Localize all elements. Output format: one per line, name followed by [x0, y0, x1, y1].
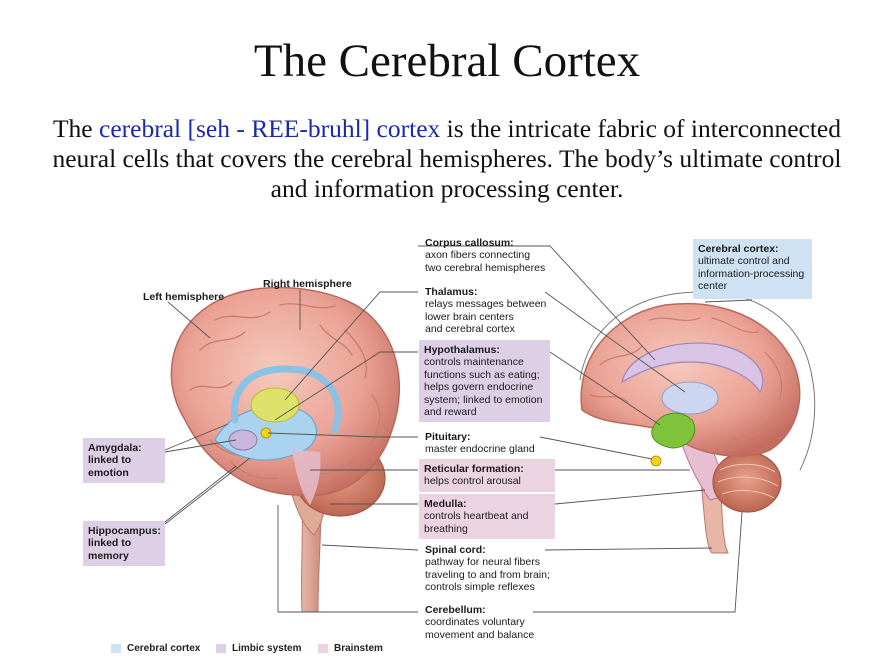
legend-label-cortex: Cerebral cortex — [127, 643, 201, 654]
cerebellum-folia — [717, 463, 779, 499]
legend-label-limbic: Limbic system — [232, 643, 302, 654]
medulla-line-2: breathing — [424, 522, 468, 535]
reticular-formation-label: Reticular formation: helps control arous… — [419, 459, 555, 492]
amygdala-line-2: emotion — [88, 466, 129, 479]
slide-title: The Cerebral Cortex — [253, 35, 641, 87]
legend-cerebral-cortex: Cerebral cortex — [111, 643, 200, 654]
legend-swatch-limbic — [216, 644, 226, 653]
legend-swatch-cortex — [111, 644, 121, 653]
spinal-cord-label: Spinal cord: pathway for neural fibers t… — [425, 544, 550, 594]
hippocampus-title: Hippocampus: — [88, 525, 161, 537]
corpus-callosum-shape — [621, 342, 764, 394]
cerebellum-label: Cerebellum: coordinates voluntary moveme… — [425, 604, 534, 641]
thalamus-label: Thalamus: relays messages between lower … — [425, 286, 546, 336]
pituitary-line-1: master endocrine gland — [425, 443, 535, 456]
outer-cortex-arc — [579, 291, 816, 471]
cerebral-cortex-term: cerebral [seh - REE-bruhl] cortex — [99, 114, 441, 143]
left-hemisphere-label: Left hemisphere — [143, 291, 225, 303]
corpus-callosum-title: Corpus callosum: — [425, 237, 514, 249]
thalamus-line-2: lower brain centers — [425, 310, 514, 323]
pituitary-label: Pituitary: master endocrine gland — [425, 431, 535, 456]
cerebellum-line-1: coordinates voluntary — [425, 616, 525, 629]
cerebellum-title: Cerebellum: — [425, 604, 486, 616]
reticular-formation-line-1: helps control arousal — [424, 475, 521, 488]
spinal-cord-title: Spinal cord: — [425, 544, 486, 556]
intro-text-end: is the intricate fabric of interconnecte… — [52, 114, 842, 203]
thalamus-title: Thalamus: — [425, 286, 478, 298]
cerebellum-line-2: movement and balance — [425, 628, 535, 641]
hippocampus-label: Hippocampus: linked to memory — [83, 521, 165, 567]
spinal-cord-line-3: controls simple reflexes — [425, 581, 535, 594]
cerebral-cortex-label: Cerebral cortex: ultimate control and in… — [693, 239, 812, 299]
hypothalamus-line-1: controls maintenance — [424, 356, 524, 369]
hippocampus-line-1: linked to — [88, 537, 132, 550]
thalamus-line-3: and cerebral cortex — [425, 323, 515, 336]
spinal-cord-line-1: pathway for neural fibers — [425, 556, 540, 569]
cerebral-cortex-line-2: information-processing — [698, 267, 805, 280]
sagittal-brain — [579, 291, 816, 554]
fornix-arc — [230, 365, 342, 434]
amygdala-shape — [228, 429, 258, 451]
right-hemisphere-label: Right hemisphere — [263, 278, 352, 290]
thalamus-line-1: relays messages between — [425, 298, 547, 311]
hippocampus-line-2: memory — [88, 549, 129, 562]
hypothalamus-line-4: system; linked to emotion — [424, 393, 543, 406]
cerebral-cortex-title: Cerebral cortex: — [698, 243, 779, 255]
amygdala-title: Amygdala: — [88, 442, 142, 454]
leader-lines — [164, 245, 753, 613]
medulla-title: Medulla: — [424, 498, 467, 510]
corpus-callosum-line-2: two cerebral hemispheres — [425, 261, 546, 274]
hypothalamus-shape — [651, 412, 696, 449]
legend-swatch-brainstem — [318, 644, 328, 653]
pituitary-title: Pituitary: — [425, 431, 471, 443]
amygdala-label: Amygdala: linked to emotion — [83, 438, 165, 484]
cerebral-cortex-line-3: center — [698, 280, 728, 293]
medulla-line-1: controls heartbeat and — [424, 510, 529, 523]
thalamus-shape — [250, 387, 300, 423]
hypothalamus-line-5: and reward — [424, 406, 477, 419]
hypothalamus-label: Hypothalamus: controls maintenance funct… — [419, 340, 550, 423]
spinal-cord-line-2: traveling to and from brain; — [425, 568, 550, 581]
intro-text-start: The — [52, 114, 100, 143]
intro-paragraph: The cerebral [seh - REE-bruhl] cortex is… — [40, 114, 854, 204]
reticular-formation-title: Reticular formation: — [424, 463, 524, 475]
corpus-callosum-line-1: axon fibers connecting — [425, 249, 531, 262]
legend-limbic-system: Limbic system — [216, 643, 301, 654]
cerebral-cortex-line-1: ultimate control and — [698, 255, 790, 268]
legend-label-brainstem: Brainstem — [334, 643, 383, 654]
corpus-callosum-label: Corpus callosum: axon fibers connecting … — [425, 237, 545, 274]
hypothalamus-line-2: functions such as eating; — [424, 368, 540, 381]
legend-brainstem: Brainstem — [318, 643, 383, 654]
hypothalamus-title: Hypothalamus: — [424, 344, 500, 356]
hypothalamus-line-3: helps govern endocrine — [424, 381, 534, 394]
medulla-label: Medulla: controls heartbeat and breathin… — [419, 494, 555, 540]
whole-brain — [170, 286, 400, 613]
gyri-lines-right — [589, 317, 783, 441]
amygdala-line-1: linked to — [88, 454, 132, 467]
pituitary-dot-right — [650, 455, 662, 467]
brainstem-core-left — [292, 450, 321, 505]
thalamus-right — [661, 381, 719, 415]
